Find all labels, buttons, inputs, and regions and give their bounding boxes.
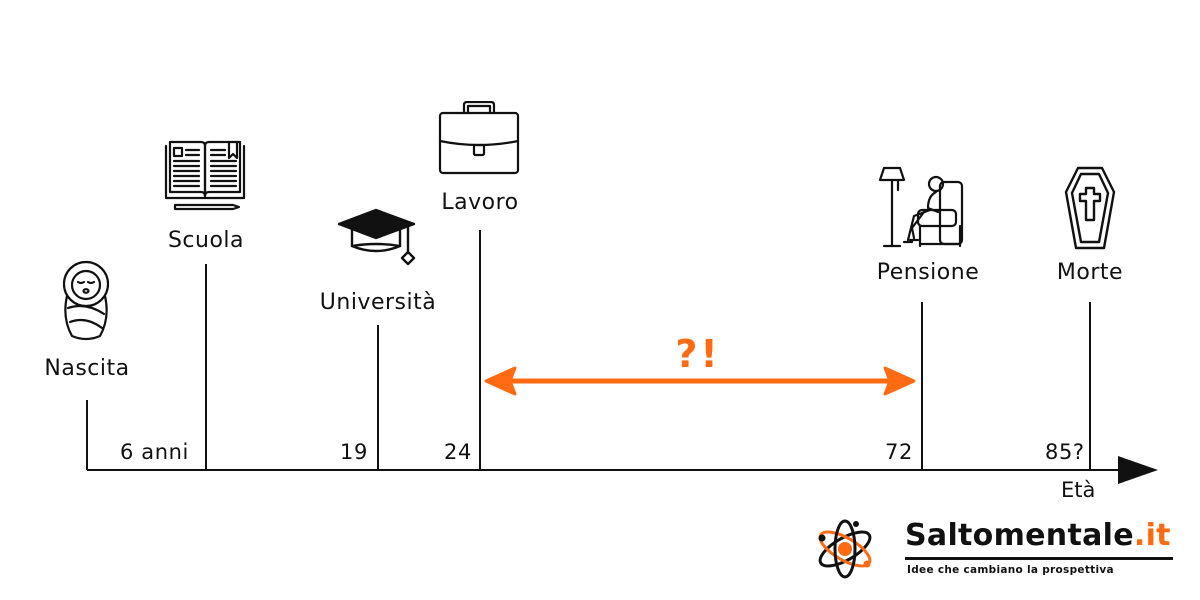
milestone-label-scuola: Scuola [167, 228, 245, 253]
working-life-double-arrow [484, 366, 916, 396]
age-label-universita: 19 [340, 440, 368, 464]
brand-underline [905, 557, 1173, 560]
briefcase-icon [438, 101, 520, 175]
milestone-label-morte: Morte [1056, 260, 1124, 285]
age-label-pensione: 72 [885, 440, 913, 464]
axis-arrowhead [1118, 456, 1158, 484]
brand-name: Saltomentale.it [905, 518, 1171, 553]
armchair-icon [878, 166, 968, 250]
milestone-label-lavoro: Lavoro [441, 190, 519, 215]
baby-icon [58, 258, 114, 342]
gap-label: ?! [675, 332, 721, 376]
milestone-label-pensione: Pensione [876, 260, 980, 285]
age-label-morte: 85? [1045, 440, 1085, 464]
milestone-label-nascita: Nascita [44, 356, 130, 381]
age-label-scuola: 6 anni [120, 440, 189, 464]
brand-name-tld: .it [1133, 518, 1171, 553]
milestone-label-universita: Università [319, 290, 437, 315]
coffin-icon [1064, 166, 1116, 250]
graduation-cap-icon [336, 206, 420, 272]
axis-label-eta: Età [1061, 478, 1096, 502]
age-label-lavoro: 24 [444, 440, 472, 464]
brand-name-main: Saltomentale [905, 518, 1134, 553]
atom-icon [812, 514, 878, 584]
brand-tagline: Idee che cambiano la prospettiva [907, 564, 1114, 576]
book-icon [163, 138, 247, 212]
